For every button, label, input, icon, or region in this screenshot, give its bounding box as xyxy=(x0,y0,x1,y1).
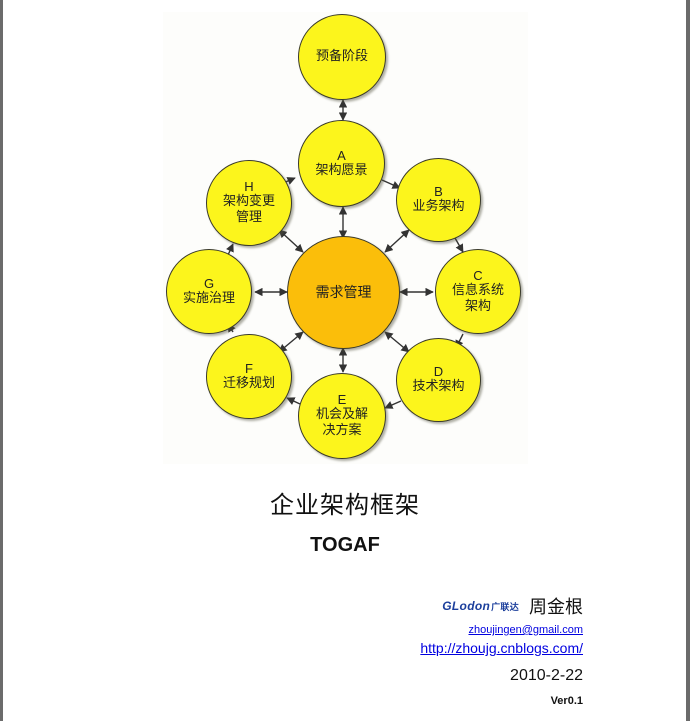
phase-label: 技术架构 xyxy=(412,379,465,394)
node-phase-c: C 信息系统 架构 xyxy=(435,249,521,334)
node-requirements-management: 需求管理 xyxy=(287,236,400,349)
phase-label: 架构变更 xyxy=(222,194,275,209)
phase-letter: D xyxy=(433,364,444,379)
phase-letter: E xyxy=(337,392,347,407)
blog-url-link[interactable]: http://zhoujg.cnblogs.com/ xyxy=(420,640,583,656)
phase-letter: H xyxy=(244,179,254,194)
document-date: 2010-2-22 xyxy=(510,667,583,684)
phase-letter: C xyxy=(473,267,483,283)
togaf-adm-diagram: 预备阶段 A 架构愿景 B 业务架构 C 信息系统 架构 D 技术架构 E 机会… xyxy=(163,12,528,464)
node-phase-e: E 机会及解 决方案 xyxy=(298,373,386,459)
phase-label-line2: 决方案 xyxy=(322,423,362,438)
logo-text: GLodon xyxy=(442,599,491,613)
node-preliminary: 预备阶段 xyxy=(298,14,386,100)
document-version: Ver0.1 xyxy=(550,695,583,707)
email-link[interactable]: zhoujingen@gmail.com xyxy=(468,624,583,636)
company-logo: GLodon广联达 xyxy=(442,599,519,613)
phase-label: 迁移规划 xyxy=(222,375,275,391)
phase-label: 业务架构 xyxy=(412,199,465,214)
center-label: 需求管理 xyxy=(315,284,372,301)
node-phase-d: D 技术架构 xyxy=(396,338,481,422)
window-border-left xyxy=(0,0,3,721)
phase-label-line2: 架构 xyxy=(464,298,491,314)
window-border-right xyxy=(686,0,690,721)
author-row: GLodon广联达 周金根 xyxy=(442,593,583,619)
author-name: 周金根 xyxy=(529,597,583,618)
phase-label: 架构愿景 xyxy=(315,162,368,178)
phase-letter: B xyxy=(434,184,443,199)
phase-label: 信息系统 xyxy=(451,282,504,298)
node-label: 预备阶段 xyxy=(315,49,368,64)
phase-label-line2: 管理 xyxy=(235,210,262,225)
document-subtitle: TOGAF xyxy=(310,534,380,556)
phase-letter: A xyxy=(337,147,346,163)
phase-label: 实施治理 xyxy=(182,290,235,306)
phase-letter: G xyxy=(203,275,215,291)
node-phase-a: A 架构愿景 xyxy=(298,120,385,207)
phase-label: 机会及解 xyxy=(315,407,368,422)
node-phase-h: H 架构变更 管理 xyxy=(206,160,292,246)
logo-cn: 广联达 xyxy=(491,602,519,612)
document-title: 企业架构框架 xyxy=(270,491,420,519)
phase-letter: F xyxy=(245,360,253,376)
node-phase-f: F 迁移规划 xyxy=(206,334,292,419)
node-phase-g: G 实施治理 xyxy=(166,249,252,334)
node-phase-b: B 业务架构 xyxy=(396,158,481,242)
